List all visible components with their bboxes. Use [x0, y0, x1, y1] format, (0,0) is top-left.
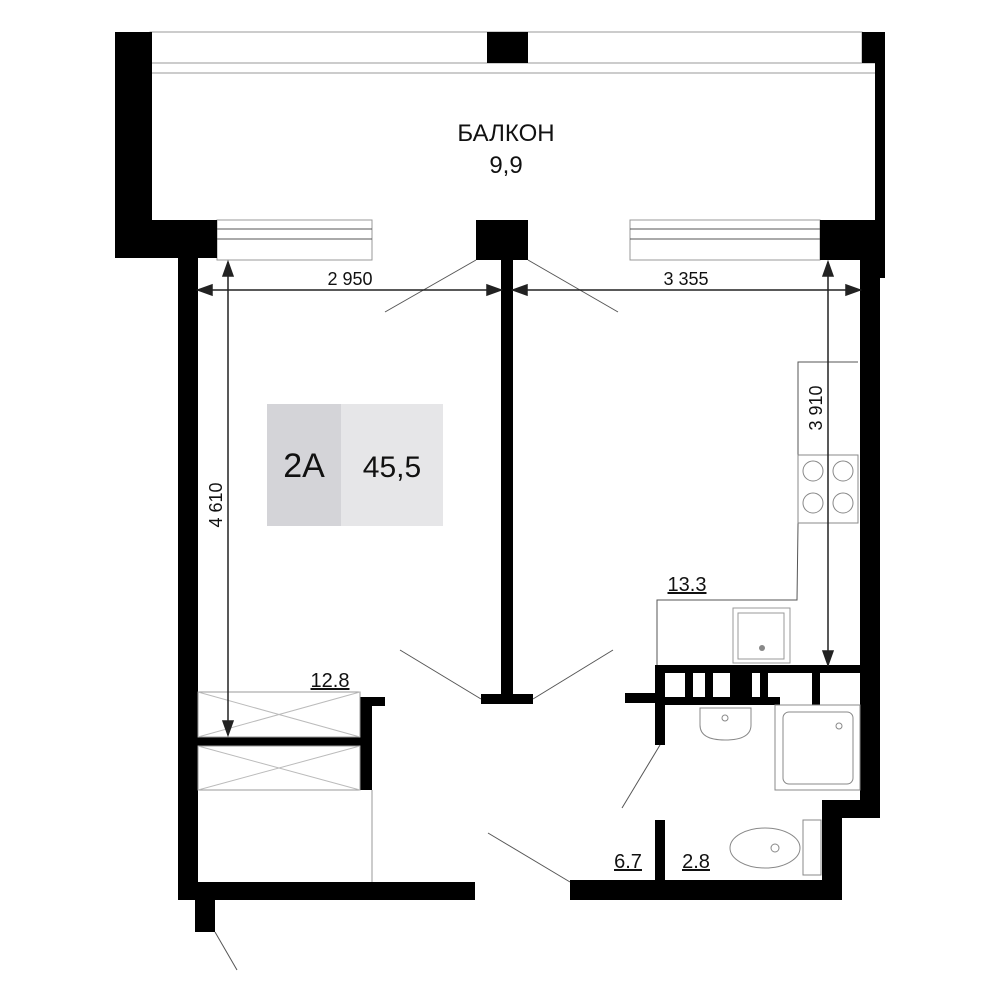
stove-icon [797, 454, 859, 524]
apartment-type: 2А [283, 447, 325, 485]
dimension-lines [195, 259, 863, 738]
room-area-bathroom: 2.8 [682, 851, 710, 873]
toilet-icon [729, 819, 822, 876]
dimension-right-depth: 3 910 [806, 385, 826, 430]
shower-tray-icon [774, 704, 861, 791]
dimension-left-width: 2 950 [327, 269, 372, 289]
room-area-bedroom: 12.8 [311, 670, 350, 692]
bathroom-fixtures [699, 704, 861, 876]
dimension-left-depth: 4 610 [206, 482, 226, 527]
window-left [216, 219, 373, 261]
door-swings [214, 259, 661, 971]
closets [197, 691, 373, 882]
room-area-hall: 6.7 [614, 851, 642, 873]
apartment-total-area: 45,5 [363, 451, 421, 484]
balcony-area: 9,9 [489, 152, 522, 179]
room-area-kitchen-living: 13.3 [668, 574, 707, 596]
walls [115, 32, 885, 932]
window-right [629, 219, 821, 261]
balcony-label: БАЛКОН [457, 120, 554, 147]
kitchen-counter [656, 361, 859, 665]
washbasin-icon [699, 707, 752, 741]
dimension-right-width: 3 355 [663, 269, 708, 289]
apartment-badge: 2А 45,5 [267, 404, 443, 526]
